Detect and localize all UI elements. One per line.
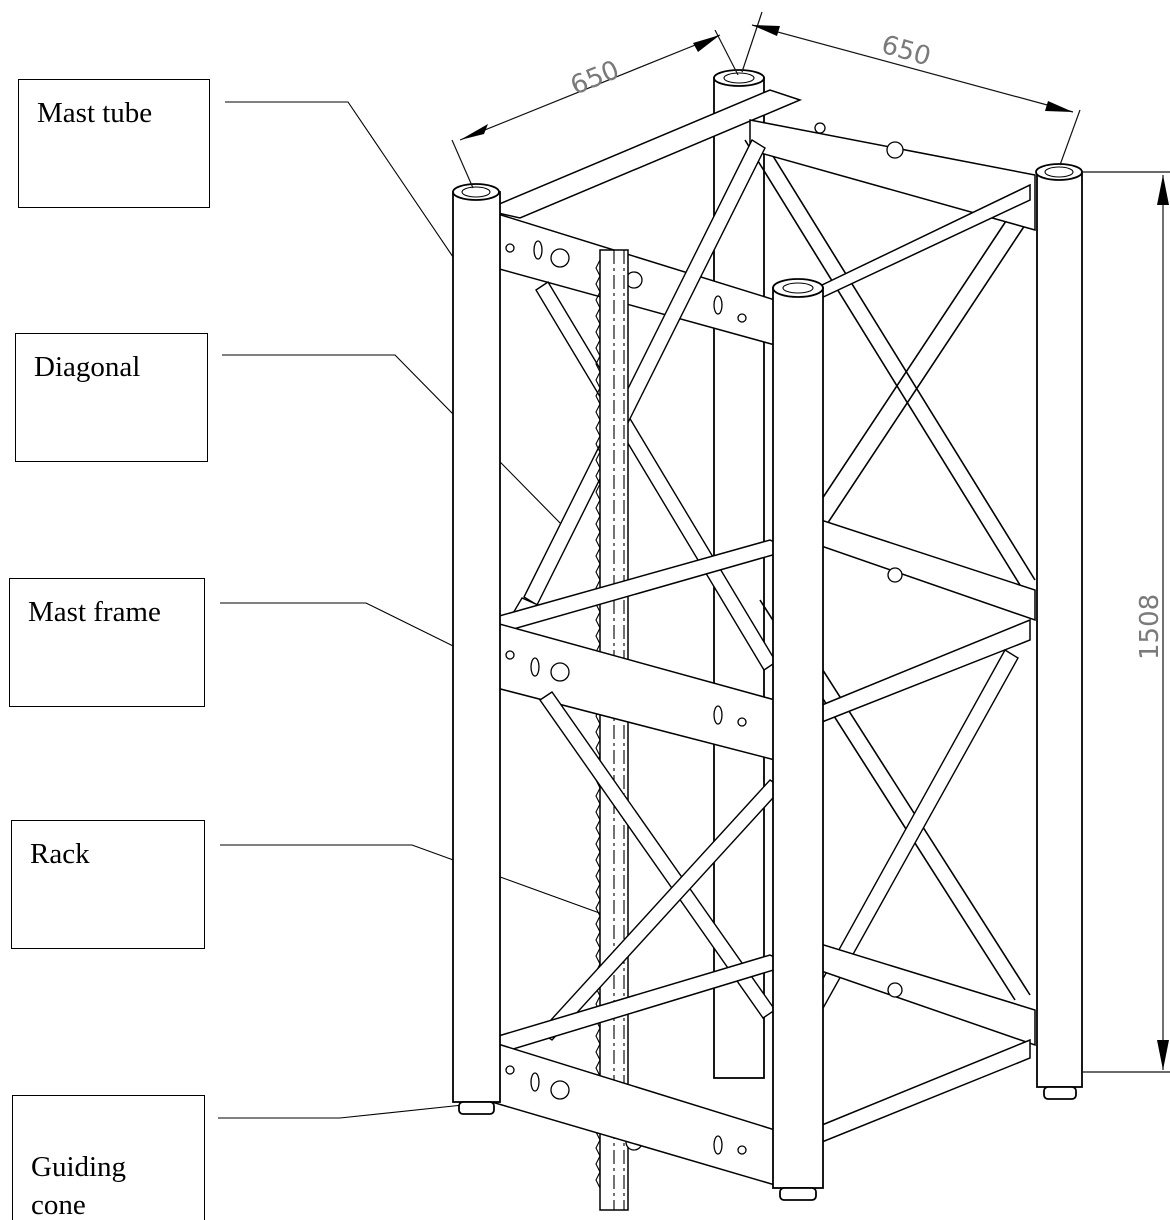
callout-rack: Rack [11,820,205,949]
dimension-lines: 650 650 1508 [451,11,1170,1073]
front-left-tube [452,191,501,1103]
leader-guiding-cone [218,1104,464,1119]
front-right-tube [772,287,824,1189]
callout-guiding-cone-label: Guiding cone [31,1151,127,1220]
callout-mast-tube-label: Mast tube [37,97,153,129]
callout-diagonal-label: Diagonal [34,351,141,383]
leader-diagonal [222,354,566,529]
callout-guiding-cone: Guiding cone [12,1095,205,1220]
rear-right-tube [1036,171,1083,1088]
callout-mast-frame: Mast frame [9,578,205,707]
front-right-cone [779,1187,817,1201]
dim-height: 1508 [1135,594,1165,660]
callout-rack-label: Rack [30,838,90,870]
callout-mast-frame-label: Mast frame [28,596,161,628]
dim-width-right: 650 [878,30,934,73]
rack-teeth [595,259,601,1189]
lower-diagonals [538,649,1019,1041]
callout-mast-tube: Mast tube [18,79,210,208]
leader-rack [220,844,606,916]
top-frame [482,89,1036,346]
bottom-frame [482,928,1036,1187]
front-tubes [452,183,824,1201]
front-left-cone [458,1101,495,1115]
callout-diagonal: Diagonal [15,333,208,462]
leader-mast-tube [225,101,490,311]
dim-width-left: 650 [566,55,623,101]
middle-frame [482,503,1036,761]
